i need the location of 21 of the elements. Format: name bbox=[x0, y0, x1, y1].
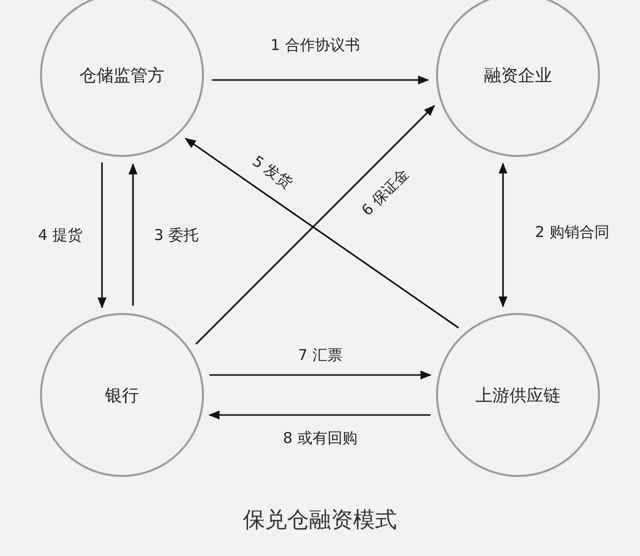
arrow bbox=[98, 162, 106, 309]
diagram-title: 保兑仓融资模式 bbox=[243, 507, 397, 535]
edge-label: 5 发货 bbox=[248, 152, 296, 192]
arrow bbox=[195, 104, 436, 345]
entity-circle: 银行 bbox=[40, 313, 204, 477]
edge-label: 8 或有回购 bbox=[283, 428, 358, 448]
entity-circle: 融资企业 bbox=[436, 0, 600, 157]
arrow bbox=[212, 76, 430, 84]
edge-label: 6 保证金 bbox=[357, 164, 413, 220]
arrow bbox=[210, 370, 432, 380]
arrow bbox=[498, 162, 508, 308]
edge-label: 3 委托 bbox=[154, 226, 198, 244]
arrow bbox=[184, 138, 459, 328]
edge-label: 4 提货 bbox=[38, 226, 82, 244]
edge-label: 7 汇票 bbox=[298, 346, 342, 364]
edge-label: 2 购销合同 bbox=[535, 222, 610, 242]
arrow bbox=[128, 163, 138, 306]
edge-label: 1 合作协议书 bbox=[270, 36, 360, 54]
entity-circle: 仓储监管方 bbox=[40, 0, 204, 157]
arrow bbox=[208, 410, 430, 420]
entity-circle: 上游供应链 bbox=[436, 313, 600, 477]
